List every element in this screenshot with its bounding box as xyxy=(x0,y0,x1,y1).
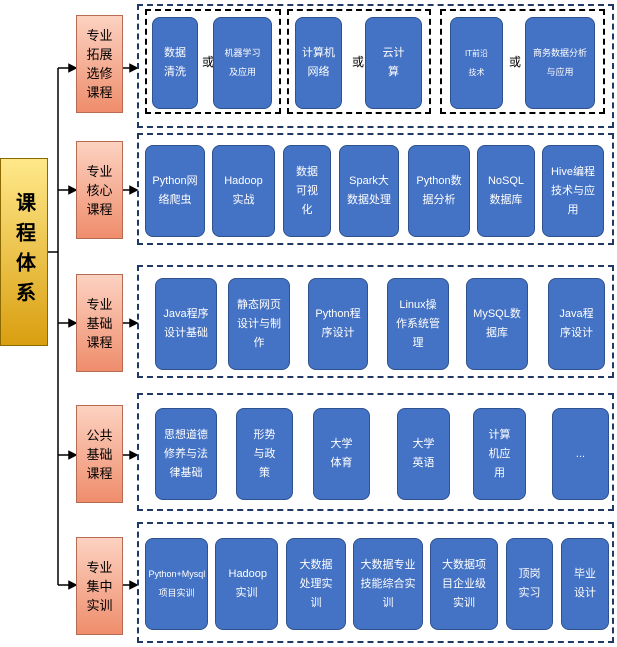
course-label: Spark大数据处理 xyxy=(347,175,391,206)
course-label: ... xyxy=(575,447,586,460)
course-node: 计算机网络 xyxy=(295,17,342,109)
course-node: Linux操作系统管理 xyxy=(387,278,449,370)
course-node: Python程序设计 xyxy=(308,278,368,370)
course-node: Python网络爬虫 xyxy=(145,145,205,237)
course-node: Python数据分析 xyxy=(408,145,470,237)
course-node: Java程序设计 xyxy=(548,278,605,370)
category-label: 专业拓展选修课程 xyxy=(86,28,113,100)
course-label: NoSQL数据库 xyxy=(487,175,525,206)
elective-subgroup-1 xyxy=(145,9,281,114)
course-label: 计算机网络 xyxy=(302,47,335,78)
category-label: 专业核心课程 xyxy=(86,163,113,217)
core-course-group xyxy=(137,133,614,245)
category-intensive-training: 专业集中实训 xyxy=(76,537,123,635)
training-course-group xyxy=(137,522,614,643)
course-label: Python网络爬虫 xyxy=(152,175,198,206)
course-label: 顶岗实习 xyxy=(518,568,541,599)
course-node: 思想道德修养与法律基础 xyxy=(155,408,217,500)
category-public-foundation: 公共基础课程 xyxy=(76,405,123,503)
course-label: 毕业设计 xyxy=(574,568,596,599)
course-label: 大数据处理实训 xyxy=(299,558,333,609)
course-label: 商务数据分析与应用 xyxy=(532,48,587,77)
course-node: Hadoop实战 xyxy=(212,145,275,237)
course-node: 顶岗实习 xyxy=(506,538,553,630)
course-node: 大数据项目企业级实训 xyxy=(430,538,498,630)
course-label: 形势与政策 xyxy=(253,428,276,479)
course-label: IT前沿技术 xyxy=(464,49,489,77)
course-label: Python程序设计 xyxy=(315,308,361,339)
category-label: 公共基础课程 xyxy=(86,427,113,481)
course-node: Java程序设计基础 xyxy=(155,278,217,370)
course-label: 计算机应用 xyxy=(488,428,511,479)
course-label: Java程序设计基础 xyxy=(163,308,209,339)
course-node: 数据清洗 xyxy=(152,17,198,109)
course-label: Hadoop实训 xyxy=(228,568,268,599)
course-label: 大学体育 xyxy=(330,438,353,469)
course-label: Linux操作系统管理 xyxy=(396,298,440,349)
elective-subgroup-2 xyxy=(287,9,431,114)
course-label: 大数据项目企业级实训 xyxy=(442,558,486,609)
course-node: 形势与政策 xyxy=(236,408,293,500)
public-course-group xyxy=(137,393,614,511)
course-node: ... xyxy=(552,408,609,500)
course-label: 数据可视化 xyxy=(296,165,318,216)
elective-subgroup-3 xyxy=(440,9,605,114)
course-node: 毕业设计 xyxy=(561,538,609,630)
course-node: 大学英语 xyxy=(397,408,450,500)
course-node: 静态网页设计与制作 xyxy=(228,278,290,370)
category-label: 专业基础课程 xyxy=(86,296,113,350)
course-node: 大数据处理实训 xyxy=(286,538,346,630)
category-professional-core: 专业核心课程 xyxy=(76,141,123,239)
course-label: MySQL数据库 xyxy=(473,308,521,339)
or-separator: 或 xyxy=(352,55,365,69)
course-node: Hive编程技术与应用 xyxy=(542,145,604,237)
course-node: 云计算 xyxy=(365,17,422,109)
course-label: Python数据分析 xyxy=(416,175,462,206)
curriculum-system-root: 课程体系 xyxy=(0,158,48,346)
course-label: 云计算 xyxy=(382,47,405,78)
course-node: Hadoop实训 xyxy=(215,538,278,630)
course-node: 计算机应用 xyxy=(473,408,526,500)
category-professional-elective: 专业拓展选修课程 xyxy=(76,15,123,113)
course-label: 大数据专业技能综合实训 xyxy=(360,558,416,609)
elective-course-group xyxy=(137,4,614,128)
or-separator: 或 xyxy=(202,55,215,69)
course-label: 机器学习及应用 xyxy=(224,48,261,77)
or-separator: 或 xyxy=(509,55,522,69)
course-label: Hadoop实战 xyxy=(224,175,263,206)
course-node: MySQL数据库 xyxy=(466,278,528,370)
course-label: 数据清洗 xyxy=(164,47,186,78)
course-node: Python+Mysql项目实训 xyxy=(145,538,208,630)
course-label: Java程序设计 xyxy=(559,308,594,339)
course-node: Spark大数据处理 xyxy=(339,145,399,237)
course-label: 静态网页设计与制作 xyxy=(237,298,281,349)
course-label: Hive编程技术与应用 xyxy=(550,165,595,216)
course-label: 思想道德修养与法律基础 xyxy=(164,428,208,479)
course-label: 大学英语 xyxy=(412,438,435,469)
foundation-course-group xyxy=(137,265,614,378)
course-label: Python+Mysql项目实训 xyxy=(148,569,206,598)
course-node: 数据可视化 xyxy=(283,145,331,237)
course-node: NoSQL数据库 xyxy=(477,145,535,237)
course-node: 大学体育 xyxy=(313,408,370,500)
category-professional-foundation: 专业基础课程 xyxy=(76,274,123,372)
course-node: 机器学习及应用 xyxy=(213,17,272,109)
course-node: IT前沿技术 xyxy=(450,17,503,109)
course-node: 商务数据分析与应用 xyxy=(525,17,595,109)
course-node: 大数据专业技能综合实训 xyxy=(353,538,423,630)
category-label: 专业集中实训 xyxy=(86,559,113,613)
root-label: 课程体系 xyxy=(12,192,35,312)
